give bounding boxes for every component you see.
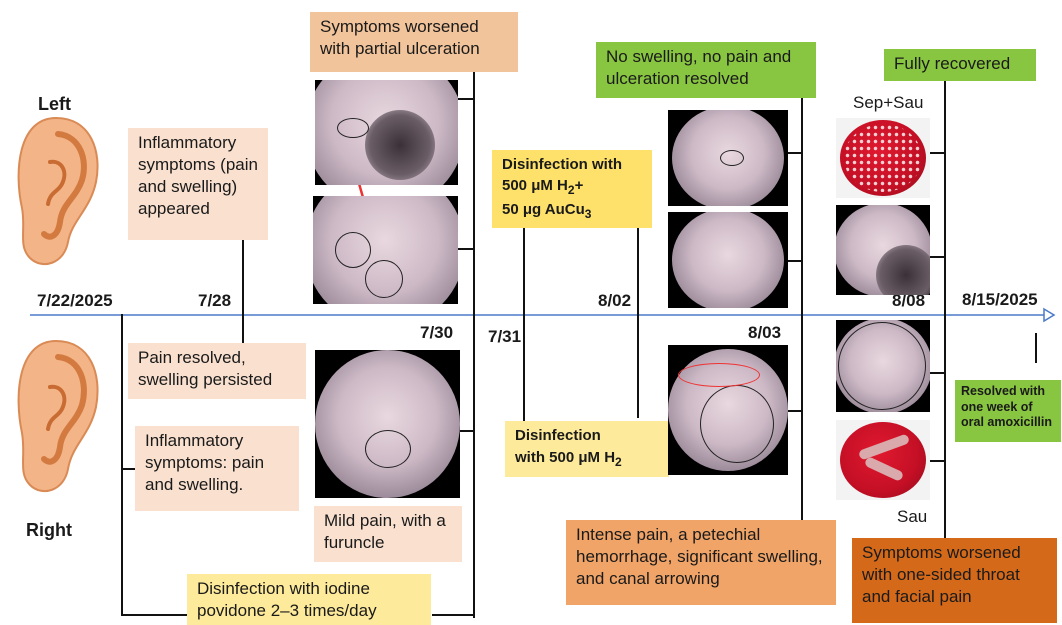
tick-r2 [788,410,802,412]
sep-sau-label: Sep+Sau [853,93,923,113]
tick-iodine-left [121,614,187,616]
sau-label: Sau [897,507,927,527]
line-0802 [637,228,639,418]
line-0808 [944,80,946,540]
otoscope-photo-left-5 [836,205,930,295]
tick-l5 [930,256,945,258]
culture-plate-sep-sau [836,118,930,198]
line-0728 [242,238,244,344]
date-0803: 8/03 [748,323,781,343]
line-0803 [801,97,803,522]
otoscope-photo-left-2 [313,196,458,304]
line-0731 [523,228,525,423]
date-0802: 8/02 [598,291,631,311]
throat-pain-box: Symptoms worsened with one-sided throat … [852,538,1057,623]
iodine-box: Disinfection with iodine povidone 2–3 ti… [187,574,431,625]
otoscope-photo-right-3 [836,320,930,412]
line-0722 [121,314,123,616]
tick-plate1 [930,152,945,154]
tick-plate2 [930,460,945,462]
left-ear-icon [6,112,106,272]
tick-r1 [458,430,474,432]
otoscope-photo-left-1 [315,80,458,185]
tick-l3 [788,152,802,154]
culture-plate-sau [836,420,930,500]
left-worsened-box: Symptoms worsened with partial ulceratio… [310,12,518,72]
right-ear-icon [6,335,106,500]
tick-right-inflam [121,468,135,470]
otoscope-photo-right-1 [315,350,460,498]
date-0730: 7/30 [420,323,453,343]
tick-iodine-right [432,614,474,616]
otoscope-photo-right-2 [668,345,788,475]
fully-recovered-box: Fully recovered [884,49,1036,81]
line-0815 [1035,333,1037,363]
date-0722: 7/22/2025 [37,291,113,311]
date-0731: 7/31 [488,327,521,347]
date-0815: 8/15/2025 [962,290,1038,310]
line-0730 [473,56,475,618]
tick-r3 [930,372,945,374]
otoscope-photo-left-4 [668,212,788,308]
tick-l4 [788,260,802,262]
right-inflammatory-box: Inflammatory symptoms: pain and swelling… [135,426,299,511]
otoscope-photo-left-3 [668,110,788,206]
disinfect-h2o2-box: Disinfection with 500 μM H2 [505,421,669,477]
mild-pain-box: Mild pain, with a furuncle [314,506,462,562]
tick-l1 [458,98,474,100]
pain-resolved-box: Pain resolved, swelling persisted [128,343,306,399]
right-ear-label: Right [26,520,72,541]
tick-l2 [458,248,474,250]
disinfect-aucu-box: Disinfection with 500 μM H2+ 50 μg AuCu3 [492,150,652,228]
left-inflammatory-box: Inflammatory symptoms (pain and swelling… [128,128,268,240]
no-swelling-box: No swelling, no pain and ulceration reso… [596,42,816,98]
amoxicillin-box: Resolved with one week of oral amoxicill… [955,380,1061,442]
date-0728: 7/28 [198,291,231,311]
intense-pain-box: Intense pain, a petechial hemorrhage, si… [566,520,836,605]
